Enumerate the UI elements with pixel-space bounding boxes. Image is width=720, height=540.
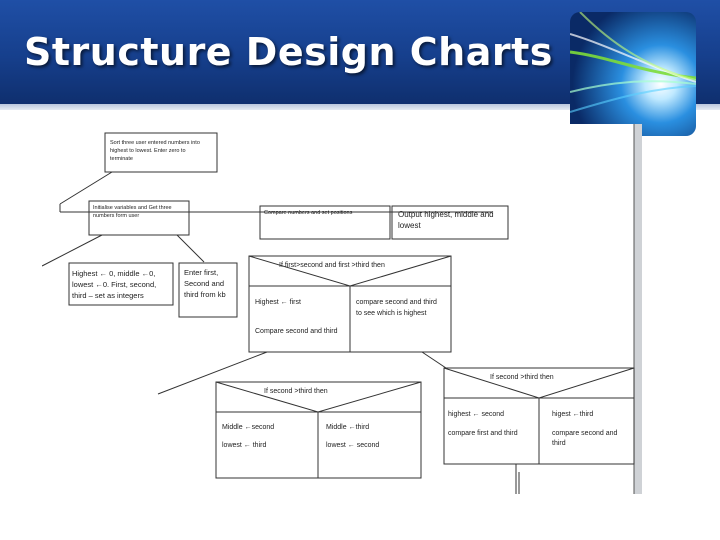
decision3-left-line1: highest ← second	[448, 411, 504, 418]
output-box-line1: Output highest, middle and	[398, 210, 494, 219]
connector-init-right	[176, 234, 205, 263]
connector-d1-right	[421, 351, 447, 369]
enter-box-line1: Enter first,	[184, 268, 218, 277]
top-box-line1: Sort three user entered numbers into	[110, 140, 200, 146]
top-box	[104, 132, 218, 173]
decision3-right-line2: compare second and	[552, 430, 617, 437]
decision1-right-line1: compare second and third	[356, 299, 437, 306]
compare-box-text: Compare numbers and set positions	[264, 210, 353, 216]
structure-chart: Sort three user entered numbers into hig…	[42, 124, 642, 494]
decision3-right-line3: third	[552, 440, 566, 447]
decision2-left-line1: Middle ←second	[222, 424, 274, 431]
init-box-line2: numbers form user	[93, 213, 139, 219]
banner-divider	[0, 104, 720, 110]
chart-right-edge	[634, 124, 642, 494]
highest-box-line2: lowest ←0. First, second,	[72, 280, 156, 289]
highest-box-line3: third – set as integers	[72, 291, 144, 300]
highest-box-line1: Highest ← 0, middle ←0,	[72, 269, 155, 278]
decision1-left-line2: Compare second and third	[255, 328, 338, 335]
decision2-right-line2: lowest ← second	[326, 442, 379, 449]
enter-box-line2: Second and	[184, 279, 224, 288]
decision2-condition: If second >third then	[264, 388, 328, 395]
decision1-right-line2: to see which is highest	[356, 310, 426, 317]
top-box-line3: terminate	[110, 156, 133, 162]
decision1-condition: If first>second and first >third then	[279, 262, 385, 269]
decision2-right-line1: Middle ←third	[326, 424, 369, 431]
decision1-left-line1: Highest ← first	[255, 299, 301, 306]
enter-box-line3: third from kb	[184, 290, 226, 299]
light-burst-logo	[570, 12, 696, 136]
init-box-line1: Initialise variables and Get three	[93, 205, 172, 211]
init-box	[88, 200, 190, 236]
enter-box	[178, 262, 238, 318]
connector-init-left	[42, 234, 103, 267]
decision2-left-line2: lowest ← third	[222, 442, 266, 449]
output-box	[391, 205, 509, 240]
highest-box	[68, 262, 174, 306]
decision3-condition: If second >third then	[490, 374, 554, 381]
decision3-right-line1: higest ←third	[552, 411, 593, 418]
compare-box	[259, 205, 391, 240]
slide-title: Structure Design Charts	[24, 30, 553, 74]
output-box-line2: lowest	[398, 221, 421, 230]
connector-d1-left	[157, 351, 268, 395]
top-box-line2: highest to lowest. Enter zero to	[110, 148, 186, 154]
connector-top	[59, 171, 113, 205]
decision3-left-line2: compare first and third	[448, 430, 518, 437]
